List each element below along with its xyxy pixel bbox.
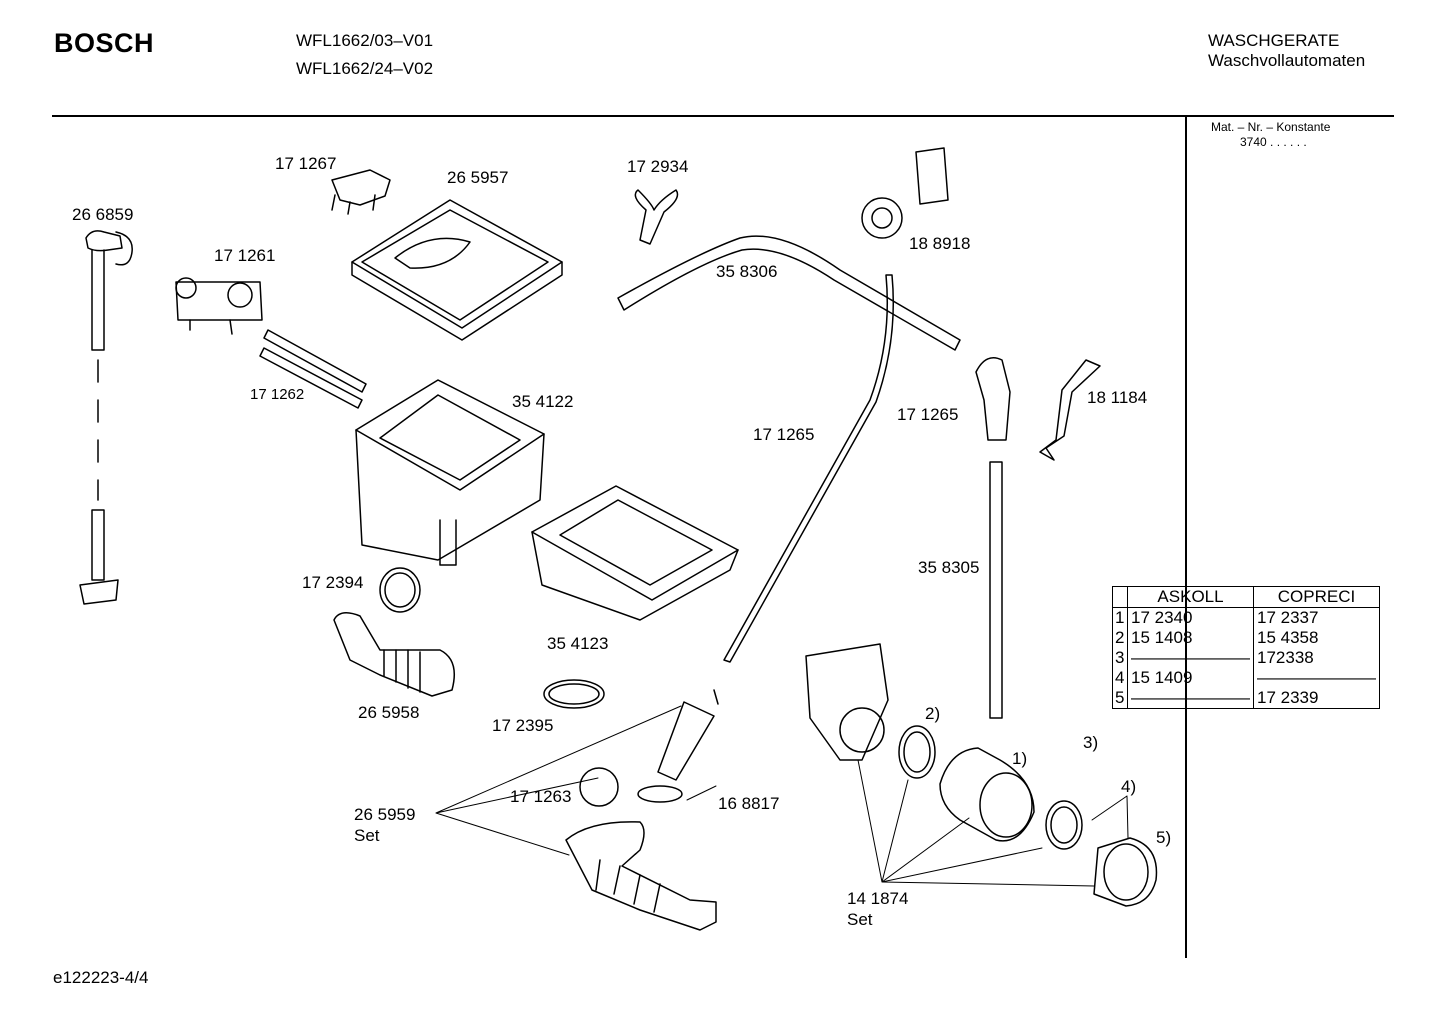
konstante-value: 3740 . . . . . . — [1240, 135, 1307, 149]
part-label: 26 6859 — [72, 205, 134, 224]
supplier-table: ASKOLL COPRECI 1 17 2340 17 2337 2 15 14… — [1112, 586, 1380, 709]
part-bellows — [333, 612, 455, 697]
part-label: 17 2395 — [492, 716, 554, 735]
brand-logo: BOSCH — [54, 28, 155, 58]
part-hose-elbow — [79, 230, 133, 605]
part-long-hose-upper — [617, 235, 961, 351]
part-label: 4) — [1121, 777, 1137, 796]
part-label: 17 1265 — [753, 425, 815, 444]
table-row: 3 ——————— 172338 — [1112, 648, 1380, 668]
part-label: 17 2394 — [302, 573, 364, 592]
part-label: Set — [847, 910, 873, 929]
part-label: 14 1874 — [847, 889, 909, 908]
part-fork-clip — [634, 189, 679, 245]
part-label: 3) — [1083, 733, 1099, 752]
part-label: 1) — [1012, 749, 1028, 768]
part-label: 26 5958 — [358, 703, 420, 722]
part-label: 16 8817 — [718, 794, 780, 813]
part-label: 18 8918 — [909, 234, 971, 253]
part-pump — [805, 643, 889, 761]
part-label: 26 5957 — [447, 168, 509, 187]
table-row: 1 17 2340 17 2337 — [1112, 607, 1380, 628]
part-label: 35 8305 — [918, 558, 980, 577]
part-sump-hose — [565, 821, 717, 931]
category-subtitle: Waschvollautomaten — [1208, 51, 1366, 70]
leader-lines — [435, 705, 1129, 887]
category-title: WASCHGERATE — [1208, 31, 1340, 50]
document-code: e122223-4/4 — [53, 968, 149, 987]
part-label: 18 1184 — [1087, 388, 1148, 407]
part-vertical-hose — [989, 461, 1003, 719]
part-label: 17 1262 — [250, 386, 305, 403]
model-number-1: WFL1662/03–V01 — [296, 31, 434, 50]
part-clip — [331, 169, 391, 215]
table-header-askoll: ASKOLL — [1127, 586, 1254, 608]
table-row: 5 ——————— 17 2339 — [1112, 688, 1380, 709]
part-label: 17 2934 — [627, 157, 689, 176]
part-drawer — [531, 485, 739, 621]
part-label: 17 1263 — [510, 787, 572, 806]
part-pump-filter-5 — [1093, 837, 1158, 907]
part-label: 5) — [1156, 828, 1172, 847]
part-pump-housing-1 — [939, 747, 1035, 842]
part-ring-1 — [379, 567, 421, 613]
part-label: 17 1261 — [214, 246, 276, 265]
part-dispenser-housing — [355, 379, 545, 566]
part-ball — [579, 767, 619, 807]
table-row: 4 15 1409 ——————— — [1112, 668, 1380, 688]
part-ring-2 — [543, 679, 605, 709]
konstante-label: Mat. – Nr. – Konstante — [1211, 120, 1331, 134]
table-header-copreci: COPRECI — [1253, 586, 1380, 608]
part-dispenser-lid — [351, 199, 563, 341]
part-bent-tube — [1039, 359, 1101, 461]
part-label: 35 4123 — [547, 634, 609, 653]
part-trap — [975, 357, 1011, 441]
part-label: 2) — [925, 704, 941, 723]
side-divider — [1185, 116, 1187, 958]
part-pump-ring-3 — [1045, 800, 1083, 850]
part-label: 35 8306 — [716, 262, 778, 281]
part-filter-tube — [637, 689, 719, 803]
part-tubes — [259, 329, 367, 409]
model-number-2: WFL1662/24–V02 — [296, 59, 434, 78]
part-label: 35 4122 — [512, 392, 574, 411]
table-row: 2 15 1408 15 4358 — [1112, 628, 1380, 648]
part-pump-ring-2 — [898, 725, 936, 779]
part-label: 17 1267 — [275, 154, 337, 173]
part-label: Set — [354, 826, 380, 845]
part-valve — [175, 277, 263, 335]
table-header-index — [1112, 586, 1128, 608]
part-label: 26 5959 — [354, 805, 416, 824]
part-thin-hose — [723, 274, 894, 663]
part-label: 17 1265 — [897, 405, 959, 424]
header-divider — [52, 115, 1394, 117]
part-pressure-switch — [861, 147, 949, 239]
